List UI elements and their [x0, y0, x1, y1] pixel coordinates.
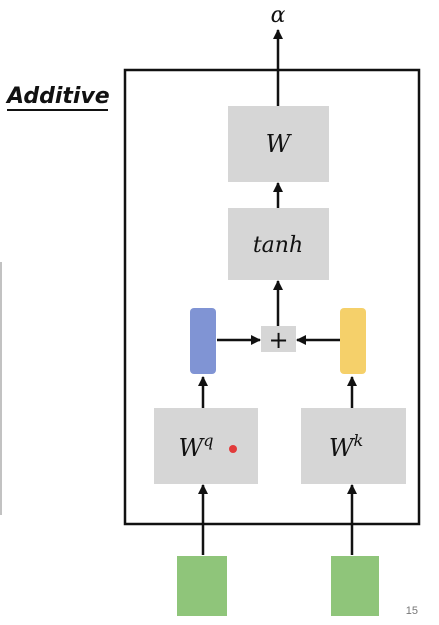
slide-title: Additive: [5, 84, 110, 109]
wq-box: [154, 408, 258, 484]
wk-label: Wk: [329, 431, 363, 462]
w-box: [228, 106, 329, 182]
wq-label: Wq: [179, 431, 214, 462]
wk-superscript: k: [353, 431, 363, 450]
plus-label: +: [268, 326, 288, 354]
wk-base: W: [329, 434, 356, 462]
key-vector: [340, 308, 366, 374]
wq-base: W: [179, 434, 206, 462]
query-input-vector: [177, 556, 227, 616]
tanh-label: tanh: [253, 233, 303, 258]
pointer-dot: [229, 445, 237, 453]
page-number: 15: [406, 605, 418, 617]
wk-box: [301, 408, 406, 484]
output-alpha-label: α: [271, 3, 286, 28]
tanh-box: [228, 208, 329, 280]
query-vector: [190, 308, 216, 374]
plus-box: [261, 326, 296, 352]
wq-superscript: q: [203, 431, 213, 450]
additive-module-frame: [123, 68, 421, 526]
w-label: W: [266, 130, 293, 158]
key-input-vector: [331, 556, 379, 616]
